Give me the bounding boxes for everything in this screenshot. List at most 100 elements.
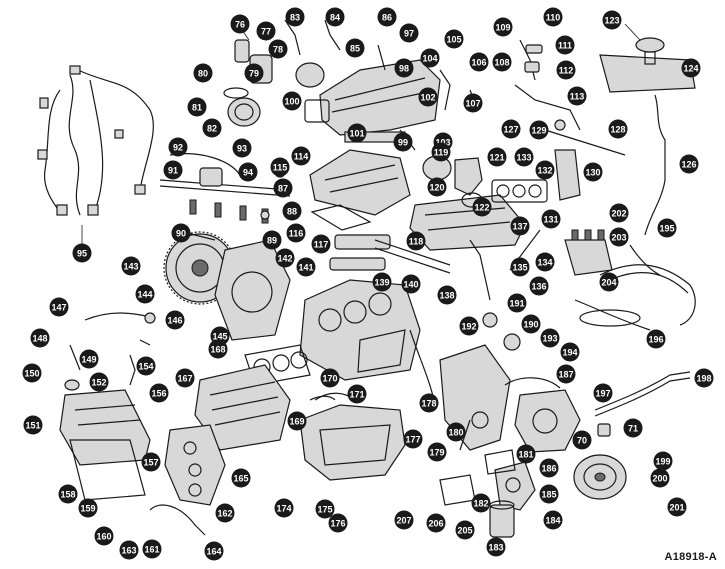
callout-number: 137 [512, 222, 527, 232]
callout-number: 84 [330, 13, 340, 23]
callout-circle [141, 452, 161, 472]
callout-128: 128 [608, 119, 628, 139]
callout-137: 137 [510, 216, 530, 236]
callout-circle [121, 256, 141, 276]
callout-circle [444, 29, 464, 49]
callout-number: 146 [167, 316, 182, 326]
callout-circle [406, 231, 426, 251]
callout-number: 205 [457, 526, 472, 536]
callout-circle [187, 97, 207, 117]
callout-circle [282, 201, 302, 221]
callout-83: 83 [285, 7, 305, 27]
callout-number: 192 [461, 322, 476, 332]
callout-circle [507, 293, 527, 313]
callout-circle [521, 314, 541, 334]
callout-101: 101 [347, 123, 367, 143]
callout-number: 165 [233, 474, 248, 484]
callout-circle [328, 513, 348, 533]
oil-pan-drawing [299, 392, 406, 481]
callout-circle [529, 276, 549, 296]
callout-number: 169 [289, 417, 304, 427]
callout-110: 110 [543, 7, 563, 27]
callout-circle [315, 499, 335, 519]
callout-123: 123 [602, 10, 622, 30]
callout-186: 186 [539, 458, 559, 478]
callout-number: 194 [562, 348, 577, 358]
callout-number: 100 [284, 97, 299, 107]
callout-number: 82 [207, 124, 217, 134]
callout-199: 199 [653, 451, 673, 471]
callout-number: 86 [382, 13, 392, 23]
callout-number: 91 [168, 166, 178, 176]
callout-number: 175 [317, 505, 332, 515]
callout-circle [535, 252, 555, 272]
callout-number: 180 [448, 428, 463, 438]
callout-178: 178 [419, 393, 439, 413]
callout-number: 148 [32, 334, 47, 344]
callout-number: 128 [610, 125, 625, 135]
callout-circle [204, 541, 224, 561]
callout-number: 191 [509, 299, 524, 309]
callout-120: 120 [427, 177, 447, 197]
callout-circle [208, 339, 228, 359]
callout-number: 163 [121, 546, 136, 556]
callout-118: 118 [406, 231, 426, 251]
callout-number: 193 [542, 334, 557, 344]
callout-number: 78 [273, 45, 283, 55]
callout-circle [49, 297, 69, 317]
callout-circle [593, 383, 613, 403]
callout-192: 192 [459, 316, 479, 336]
callout-86: 86 [377, 7, 397, 27]
callout-number: 177 [405, 435, 420, 445]
callout-number: 206 [428, 519, 443, 529]
callout-circle [539, 484, 559, 504]
callout-circle [136, 356, 156, 376]
callout-195: 195 [657, 218, 677, 238]
callout-184: 184 [543, 510, 563, 530]
callout-circle [282, 91, 302, 111]
engine-block-drawing [299, 279, 421, 381]
callout-number: 207 [396, 516, 411, 526]
callout-circle [287, 411, 307, 431]
callout-167: 167 [175, 368, 195, 388]
water-pump-drawing [504, 377, 581, 453]
callout-circle [446, 422, 466, 442]
callout-number: 144 [137, 290, 152, 300]
callout-158: 158 [58, 484, 78, 504]
callout-114: 114 [291, 146, 311, 166]
callout-176: 176 [328, 513, 348, 533]
callout-number: 201 [669, 503, 684, 513]
callout-circle [401, 274, 421, 294]
callout-circle [623, 418, 643, 438]
callout-91: 91 [163, 160, 183, 180]
callout-197: 197 [593, 383, 613, 403]
callout-number: 143 [123, 262, 138, 272]
callout-circle [486, 537, 506, 557]
callout-142: 142 [275, 248, 295, 268]
callout-circle [543, 510, 563, 530]
callout-circle [540, 328, 560, 348]
intake-gaskets-drawing [491, 149, 581, 203]
callout-198: 198 [694, 368, 714, 388]
callout-number: 118 [409, 237, 424, 247]
callout-number: 97 [404, 29, 414, 39]
thermostat-housing-drawing [422, 155, 483, 208]
callout-circle [22, 363, 42, 383]
callout-207: 207 [394, 510, 414, 530]
callout-187: 187 [556, 364, 576, 384]
callout-number: 110 [546, 13, 561, 23]
callout-circle [493, 17, 513, 37]
callout-circle [274, 498, 294, 518]
callout-circle [168, 137, 188, 157]
callout-108: 108 [492, 52, 512, 72]
callout-number: 167 [177, 374, 192, 384]
callout-121: 121 [487, 147, 507, 167]
callout-number: 145 [212, 332, 227, 342]
callout-number: 147 [51, 303, 66, 313]
callout-105: 105 [444, 29, 464, 49]
ignition-coil-drawing [564, 229, 613, 276]
callout-97: 97 [399, 23, 419, 43]
callout-number: 111 [558, 41, 572, 51]
upper-intake-drawing [295, 59, 441, 143]
callout-87: 87 [273, 178, 293, 198]
